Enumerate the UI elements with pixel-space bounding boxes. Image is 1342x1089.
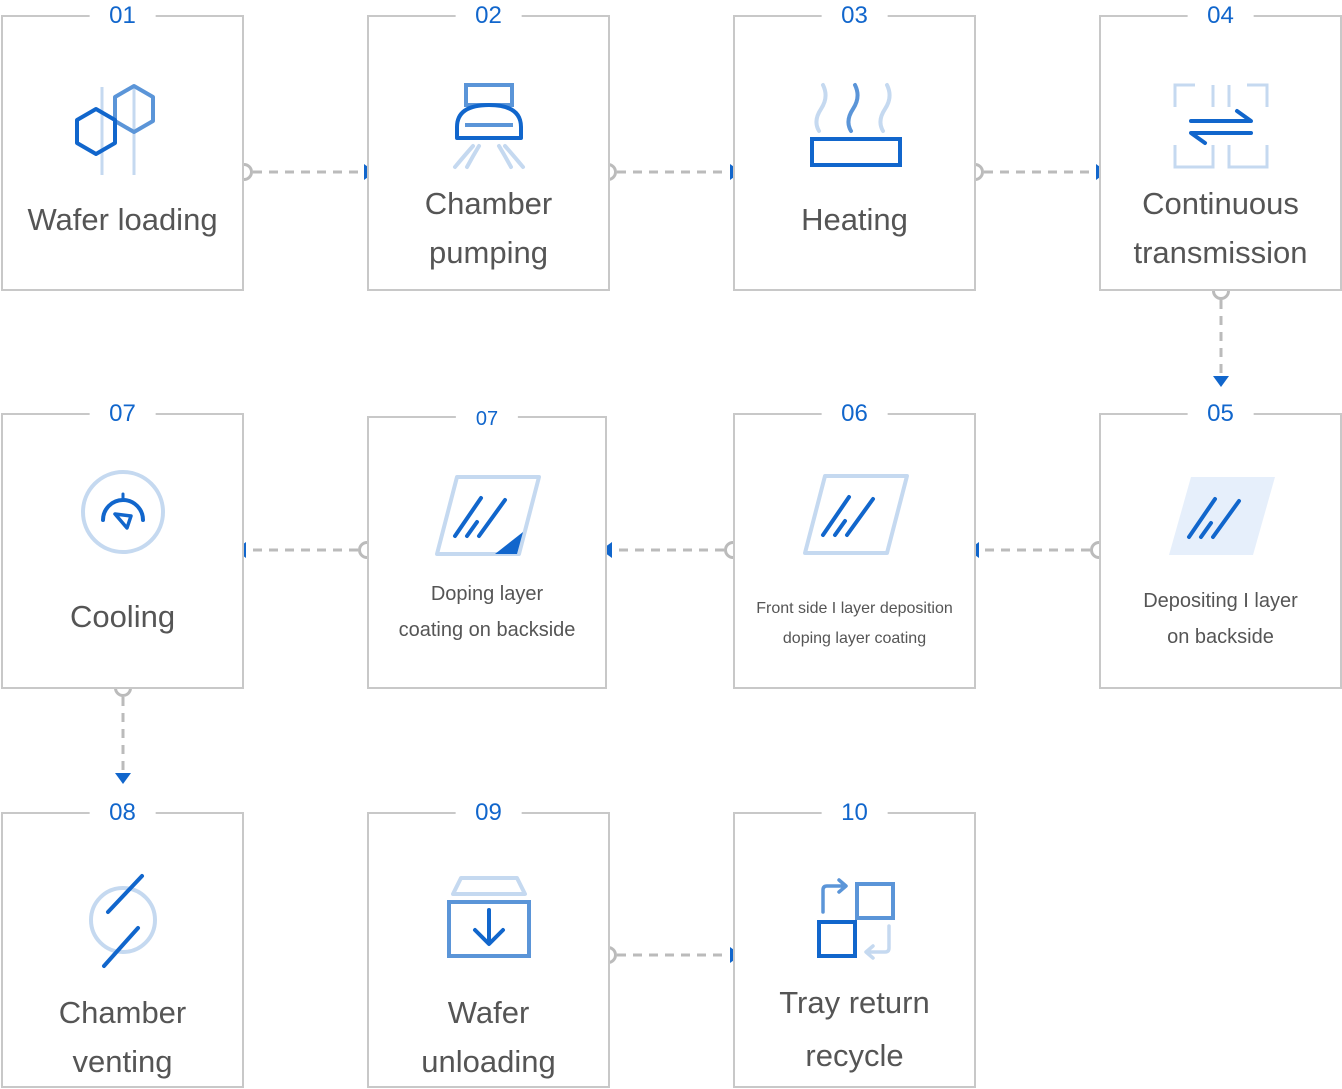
transfer-arrows-icon — [1173, 83, 1268, 169]
step-label: Continuous transmission — [1133, 186, 1308, 270]
step-number: 07 — [455, 405, 519, 433]
unload-box-icon — [446, 876, 531, 958]
step-number: 01 — [89, 2, 156, 30]
step-card-tray-return: 10 Tray return recycle — [733, 799, 976, 1088]
step-card-doping-layer-backside: 07 Doping layer coating on backside — [367, 405, 607, 689]
heating-plate-icon — [809, 83, 902, 167]
step-label: Tray return recycle — [779, 985, 930, 1073]
step-card-cooling: 07 Cooling — [1, 400, 244, 689]
step-card-heating: 03 Heating — [733, 2, 976, 291]
step-number: 03 — [821, 2, 888, 30]
glass-panel-filled-icon — [1168, 477, 1275, 555]
step-label: Chamber venting — [58, 995, 187, 1079]
glass-panel-corner-icon — [435, 475, 541, 556]
recycle-squares-icon — [816, 878, 895, 960]
step-label: Front side I layer deposition doping lay… — [756, 600, 953, 647]
step-card-wafer-loading: 01 Wafer loading — [1, 2, 244, 291]
step-number: 08 — [89, 799, 156, 827]
glass-panel-icon — [802, 474, 909, 555]
hexagon-molecule-icon — [74, 84, 155, 175]
step-label: Depositing I layer on backside — [1143, 590, 1298, 648]
step-number: 05 — [1187, 400, 1254, 428]
step-label: Chamber pumping — [424, 186, 553, 270]
step-label: Wafer loading — [27, 202, 218, 237]
step-label: Cooling — [69, 599, 176, 634]
step-card-depositing-i-layer: 05 Depositing I layer on backside — [1099, 400, 1342, 689]
step-number: 09 — [455, 799, 522, 827]
step-number: 10 — [821, 799, 888, 827]
gauge-icon — [80, 470, 165, 554]
step-card-front-side-deposition: 06 Front side I layer deposition doping … — [733, 400, 976, 689]
step-number: 04 — [1187, 2, 1254, 30]
venting-icon — [88, 874, 157, 968]
step-card-wafer-unloading: 09 Wafer unloading — [367, 799, 610, 1088]
step-card-chamber-venting: 08 Chamber venting — [1, 799, 244, 1088]
connector-arrowhead — [1213, 376, 1229, 387]
step-card-continuous-transmission: 04 Continuous transmission — [1099, 2, 1342, 291]
step-label: Heating — [801, 202, 908, 237]
step-label: Doping layer coating on backside — [398, 583, 576, 641]
step-number: 06 — [821, 400, 888, 428]
vacuum-hood-icon — [452, 83, 525, 169]
step-number: 07 — [89, 400, 156, 428]
connector-arrowhead — [115, 773, 131, 784]
step-card-chamber-pumping: 02 Chamber pumping — [367, 2, 610, 291]
step-number: 02 — [455, 2, 522, 30]
step-label: Wafer unloading — [421, 995, 556, 1079]
